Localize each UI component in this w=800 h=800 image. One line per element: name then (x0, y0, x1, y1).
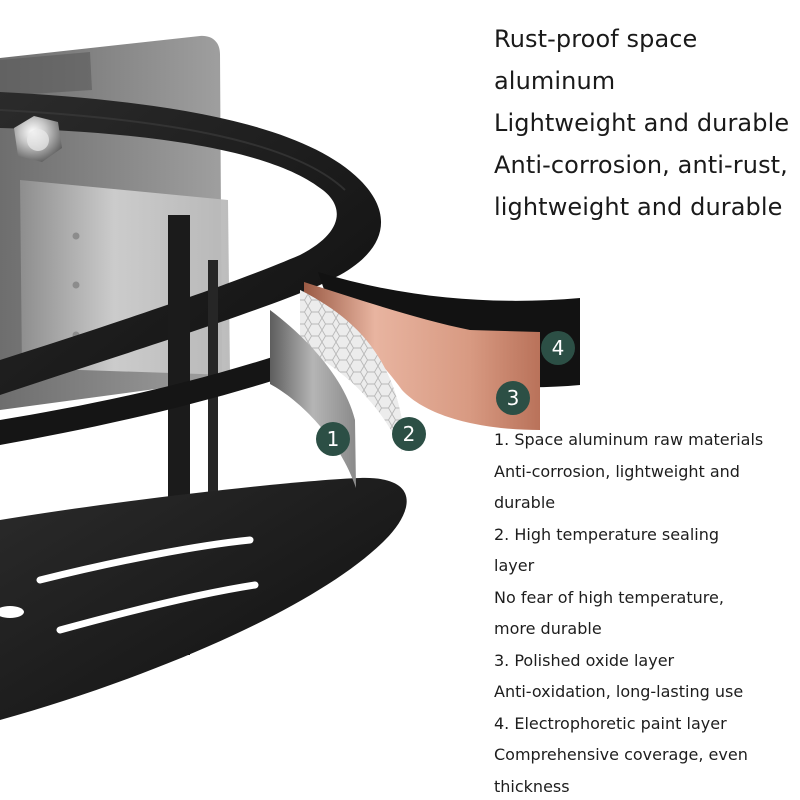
layer-badge-3: 3 (496, 381, 530, 415)
layer-badge-4: 4 (541, 331, 575, 365)
headline-block: Rust-proof space aluminum Lightweight an… (494, 18, 794, 228)
layer-details: 1. Space aluminum raw materials Anti-cor… (494, 424, 794, 800)
headline-line: aluminum (494, 67, 616, 95)
headline-line: Lightweight and durable (494, 109, 790, 137)
layer-badge-1: 1 (316, 422, 350, 456)
detail-line: 4. Electrophoretic paint layer (494, 713, 727, 733)
detail-line: Comprehensive coverage, even (494, 745, 748, 764)
shelf-rail-upper (0, 92, 382, 395)
detail-line: layer (494, 556, 535, 575)
detail-line: 2. High temperature sealing (494, 524, 720, 544)
shelf-tray-lower (0, 477, 407, 720)
detail-line: durable (494, 493, 556, 512)
detail-line: Anti-oxidation, long-lasting use (494, 682, 744, 701)
detail-line: 3. Polished oxide layer (494, 650, 675, 670)
detail-line: more durable (494, 619, 602, 638)
detail-line: No fear of high temperature, (494, 587, 724, 607)
hex-bolt-icon (14, 116, 62, 162)
layer-badge-2: 2 (392, 417, 426, 451)
headline-line: lightweight and durable (494, 193, 783, 221)
detail-line: thickness (494, 776, 570, 796)
detail-line: 1. Space aluminum raw materials (494, 430, 764, 449)
layer-3-strip (304, 282, 540, 430)
headline-line: Rust-proof space (494, 25, 698, 53)
detail-line: Anti-corrosion, lightweight and (494, 461, 740, 481)
headline-line: Anti-corrosion, anti-rust, (494, 151, 788, 179)
